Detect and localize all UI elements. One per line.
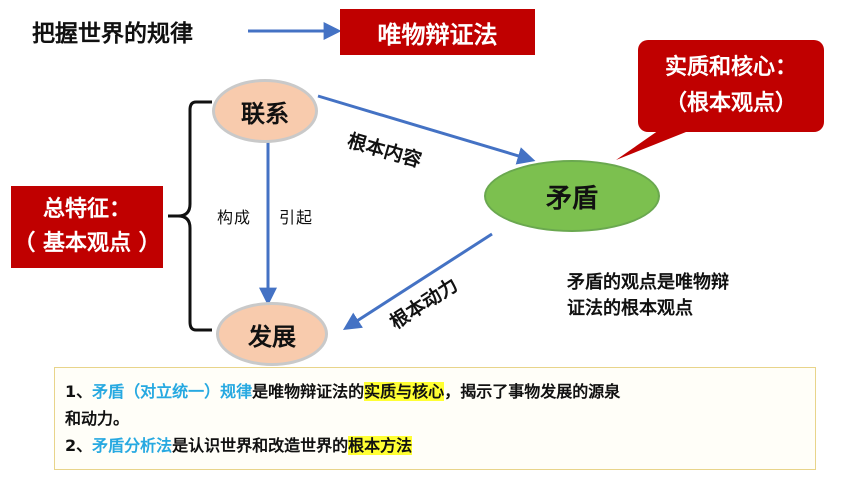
node-development: 发展 xyxy=(216,302,328,366)
summary-item-1-cont: 和动力。 xyxy=(65,409,130,428)
summary-item-2-text1: 是认识世界和改造世界的 xyxy=(172,436,349,455)
summary-box: 1、矛盾（对立统一）规律是唯物辩证法的实质与核心，揭示了事物发展的源泉 和动力。… xyxy=(54,367,816,470)
callout-tail xyxy=(616,128,696,160)
summary-item-2-highlight: 根本方法 xyxy=(348,436,413,455)
summary-item-2-term: 矛盾分析法 xyxy=(92,436,173,455)
summary-item-2-num: 2、 xyxy=(65,436,93,455)
summary-item-1: 1、矛盾（对立统一）规律是唯物辩证法的实质与核心，揭示了事物发展的源泉 xyxy=(65,378,805,405)
curly-brace xyxy=(177,100,212,332)
node-contradiction: 矛盾 xyxy=(484,160,660,232)
edge-label-cause: 引起 xyxy=(279,208,314,227)
arrow-link-to-contradiction xyxy=(317,94,536,165)
core-callout: 实质和核心： （根本观点） xyxy=(638,40,824,132)
summary-item-2: 2、矛盾分析法是认识世界和改造世界的根本方法 xyxy=(65,432,805,459)
core-callout-line2: （根本观点） xyxy=(664,91,797,116)
lead-text: 把握世界的规律 xyxy=(32,21,193,47)
overall-feature-line2: （ 基本观点 ） xyxy=(13,231,161,256)
summary-item-1-highlight: 实质与核心 xyxy=(364,382,445,401)
overall-feature-box: 总特征： （ 基本观点 ） xyxy=(11,186,163,268)
edge-label-constitute: 构成 xyxy=(217,208,252,227)
summary-item-1-num: 1、 xyxy=(65,382,93,401)
side-note-line2: 证法的根本观点 xyxy=(567,298,693,319)
side-note-line1: 矛盾的观点是唯物辩 xyxy=(567,272,729,293)
summary-item-1-term: 矛盾（对立统一）规律 xyxy=(92,382,253,401)
core-callout-line1: 实质和核心： xyxy=(664,55,797,80)
overall-feature-line1: 总特征： xyxy=(42,197,131,222)
summary-item-1-text2: ，揭示了事物发展的源泉 xyxy=(444,382,621,401)
summary-item-1-text1: 是唯物辩证法的 xyxy=(252,382,365,401)
dialectics-box: 唯物辩证法 xyxy=(340,9,535,55)
side-note: 矛盾的观点是唯物辩 证法的根本观点 xyxy=(567,270,729,322)
arrow-contradiction-to-development xyxy=(342,232,493,330)
node-link: 联系 xyxy=(212,79,318,143)
